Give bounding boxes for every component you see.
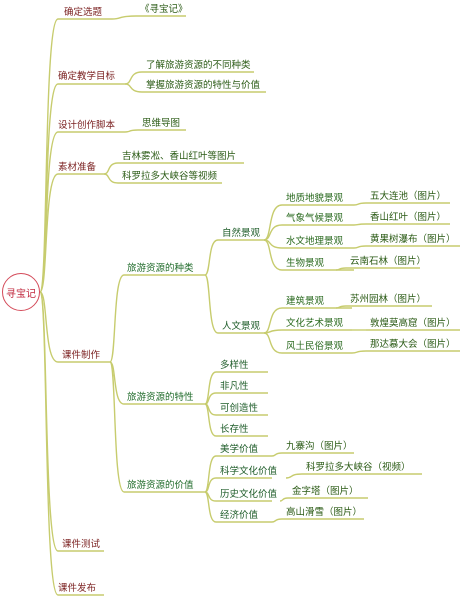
natural-biology[interactable]: 生物景观 (286, 258, 325, 269)
topic-script[interactable]: 设计创作脚本 (58, 120, 116, 131)
branch-t2-1 (124, 83, 143, 93)
human-art[interactable]: 文化艺术景观 (286, 318, 344, 329)
branch-root-t5 (39, 291, 59, 363)
natural-landscape[interactable]: 自然景观 (222, 228, 261, 239)
topic-test[interactable]: 课件测试 (62, 539, 101, 550)
branch-nat-ex-2 (353, 245, 367, 249)
branch-val-ex-0 (271, 452, 283, 457)
trait-creatable[interactable]: 可创造性 (220, 403, 259, 414)
value-science[interactable]: 科学文化价值 (220, 466, 278, 477)
branch-nat-ex-3 (335, 267, 347, 271)
example-colorado[interactable]: 科罗拉多大峡谷（视频） (306, 462, 411, 473)
value-economic[interactable]: 经济价值 (220, 510, 259, 521)
natural-geology[interactable]: 地质地貌景观 (286, 193, 344, 204)
branch-val-ex-3 (271, 518, 283, 523)
trait-diversity[interactable]: 多样性 (220, 360, 249, 371)
topic-select[interactable]: 确定选题 (64, 7, 103, 18)
branch-trait-3 (204, 403, 217, 437)
branch-human-0 (263, 307, 283, 334)
branch-nat-ex-0 (353, 202, 367, 206)
branch-val-ex-1 (285, 473, 303, 479)
sub-traits[interactable]: 旅游资源的特性 (127, 392, 194, 403)
value-history[interactable]: 历史文化价值 (220, 489, 278, 500)
example-pyramid[interactable]: 金字塔（图片） (292, 486, 359, 497)
branch-root-t1 (39, 18, 59, 293)
topic-materials[interactable]: 素材准备 (58, 162, 97, 173)
example-nadam[interactable]: 那达慕大会（图片） (370, 339, 456, 350)
branch-trait-1 (204, 392, 217, 405)
example-shilin[interactable]: 云南石林（图片） (350, 256, 427, 267)
branch-t2-0 (124, 71, 143, 85)
branch-hum-ex-2 (351, 350, 367, 354)
branch-t4-0 (103, 162, 119, 175)
branch-human-2 (263, 332, 283, 354)
branch-natural-0 (263, 204, 283, 241)
branch-types (109, 274, 125, 363)
example-skiing[interactable]: 高山滑雪（图片） (286, 507, 363, 518)
branch-natural (204, 239, 219, 276)
branch-root-t4 (39, 173, 59, 293)
human-folk[interactable]: 风土民俗景观 (286, 341, 344, 352)
value-aesthetic[interactable]: 美学价值 (220, 444, 259, 455)
branch-hum-ex-0 (335, 305, 347, 309)
branch-human (204, 274, 219, 334)
example-wudalianchi[interactable]: 五大连池（图片） (370, 191, 447, 202)
example-huangguoshu[interactable]: 黄果树瀑布（图片） (370, 234, 456, 245)
branch-values (109, 361, 125, 493)
branch-root-t7 (39, 291, 59, 596)
example-dunhuang[interactable]: 敦煌莫高窟（图片） (370, 318, 456, 329)
branch-trait-0 (204, 371, 217, 405)
branch-natural-3 (263, 239, 283, 271)
natural-hydrology[interactable]: 水文地理景观 (286, 236, 344, 247)
leaf-select-book[interactable]: 《寻宝记》 (140, 4, 188, 15)
sub-values[interactable]: 旅游资源的价值 (127, 480, 194, 491)
branch-t4-1 (103, 173, 119, 184)
human-landscape[interactable]: 人文景观 (222, 321, 261, 332)
branch-value-0 (204, 455, 217, 493)
root-node[interactable]: 寻宝记 (2, 273, 40, 311)
branch-value-1 (204, 477, 217, 493)
example-suzhou[interactable]: 苏州园林（图片） (350, 294, 427, 305)
natural-climate[interactable]: 气象气候景观 (286, 213, 344, 224)
branch-nat-ex-1 (353, 223, 367, 226)
branch-val-ex-2 (279, 497, 289, 502)
branch-t3-leaf (124, 129, 139, 133)
leaf-materials-videos[interactable]: 科罗拉多大峡谷等视频 (122, 171, 218, 182)
leaf-script-mindmap[interactable]: 思维导图 (142, 118, 181, 129)
leaf-goal-types[interactable]: 了解旅游资源的不同种类 (146, 60, 251, 71)
trait-uniqueness[interactable]: 非凡性 (220, 381, 249, 392)
branch-root-t2 (39, 83, 59, 293)
branch-t1-leaf (111, 15, 137, 20)
leaf-materials-images[interactable]: 吉林雾凇、香山红叶等图片 (122, 151, 237, 162)
human-architecture[interactable]: 建筑景观 (286, 296, 325, 307)
topic-production[interactable]: 课件制作 (62, 350, 101, 361)
example-xiangshan[interactable]: 香山红叶（图片） (370, 212, 447, 223)
leaf-goal-traits[interactable]: 掌握旅游资源的特性与价值 (146, 80, 261, 91)
sub-types[interactable]: 旅游资源的种类 (127, 263, 194, 274)
trait-lasting[interactable]: 长存性 (220, 424, 249, 435)
example-jiuzhaigou[interactable]: 九寨沟（图片） (286, 441, 353, 452)
branch-value-3 (204, 491, 217, 523)
topic-release[interactable]: 课件发布 (58, 583, 97, 594)
topic-goals[interactable]: 确定教学目标 (58, 71, 116, 82)
